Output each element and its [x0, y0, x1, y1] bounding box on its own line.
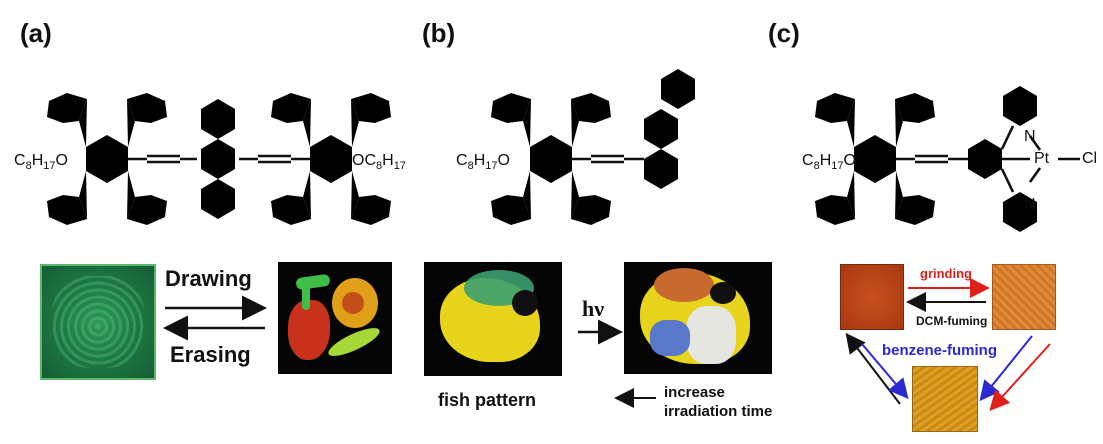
- photo-red-orange-film: [840, 264, 904, 330]
- benzene-fuming-label: benzene-fuming: [882, 342, 997, 359]
- photo-fish-pattern: [424, 262, 562, 376]
- fish-pattern-label: fish pattern: [438, 390, 537, 410]
- arrow-red-down: [989, 343, 1051, 411]
- arrow-blue-left: [861, 343, 909, 400]
- substituent-label-a-left: C8H17O: [14, 152, 68, 173]
- molecule-b: [491, 69, 695, 225]
- arrow-black-up: [845, 332, 901, 405]
- irradiation-time-label: irradiation time: [664, 403, 773, 420]
- photo-drawn-pattern: [278, 262, 392, 374]
- photo-fish-irradiated: [624, 262, 772, 374]
- drawing-label: Drawing: [165, 266, 252, 291]
- photo-green-film: [40, 264, 156, 380]
- n-atom-top: N: [1024, 128, 1036, 145]
- photo-orange-film: [992, 264, 1056, 330]
- pt-atom: Pt: [1034, 150, 1050, 167]
- hv-label: hν: [582, 296, 605, 321]
- panel-label-c: (c): [768, 18, 800, 48]
- panel-label-a: (a): [20, 18, 52, 48]
- photo-yellow-film: [912, 366, 978, 432]
- panel-label-b: (b): [422, 18, 456, 48]
- molecule-a: [47, 93, 391, 225]
- n-atom-bottom: N: [1024, 196, 1036, 213]
- substituent-label-a-right: OC8H17: [352, 152, 406, 173]
- arrow-blue-down: [979, 335, 1033, 402]
- increase-label: increase: [664, 384, 725, 401]
- cl-atom: Cl: [1082, 150, 1098, 167]
- erasing-label: Erasing: [170, 342, 251, 367]
- grinding-label: grinding: [920, 266, 972, 281]
- substituent-label-c: C8H17O: [802, 152, 856, 173]
- dcm-fuming-label: DCM-fuming: [916, 314, 988, 328]
- molecule-c: [815, 86, 1080, 232]
- substituent-label-b: C8H17O: [456, 152, 510, 173]
